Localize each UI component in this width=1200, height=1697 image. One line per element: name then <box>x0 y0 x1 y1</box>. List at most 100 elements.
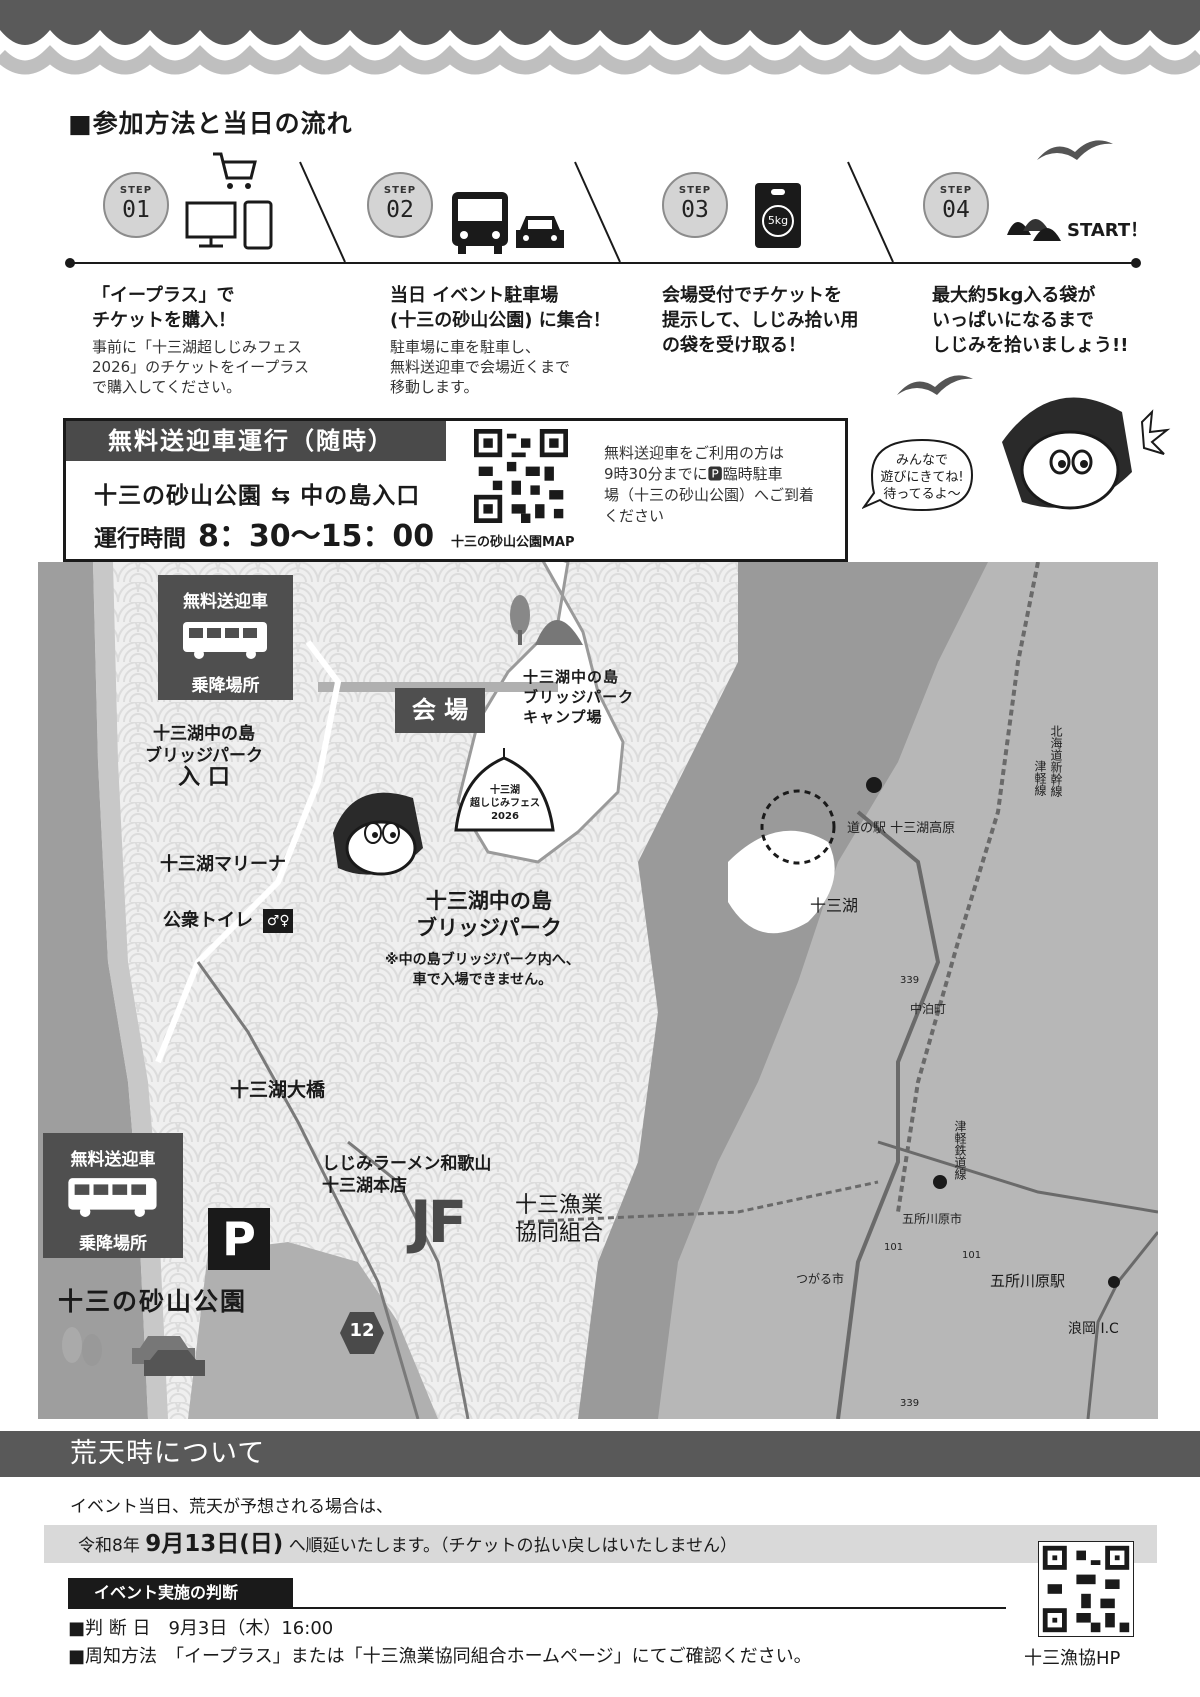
parking-icon: P <box>208 1208 270 1270</box>
step-04-title: 最大約5kg入る袋が いっぱいになるまで しじみを拾いましょう!! <box>932 283 1128 358</box>
clam-mascot-map-icon <box>333 792 423 876</box>
step-title-line: (十三の砂山公園) に集合！ <box>390 310 611 331</box>
start-label: START！ <box>1067 220 1149 241</box>
ramen-shop-label: しじみラーメン和歌山 十三湖本店 <box>322 1153 491 1197</box>
note-line: 無料送迎車をご利用の方は <box>604 444 785 462</box>
shuttle-time-value: 8：30〜15：00 <box>198 519 435 554</box>
toilet-label: 公衆トイレ ♂♀ <box>163 906 294 933</box>
tree-tent-icon <box>510 595 583 645</box>
venue-label: 会 場 <box>395 688 485 733</box>
postpone-era: 令和8年 <box>78 1536 140 1556</box>
step-desc-line: 事前に「十三湖超しじみフェス <box>92 338 303 356</box>
step-title-line: 「イープラス」で <box>92 285 235 306</box>
jf-label: 十三漁業 協同組合 <box>515 1192 603 1248</box>
label-line: 十三湖 <box>490 785 520 796</box>
michinoeki-label: 道の駅 十三湖高原 <box>847 821 956 836</box>
stop-sub: 乗降場所 <box>191 676 260 696</box>
weather-heading: 荒天時について <box>0 1431 1200 1477</box>
tsugaru-city-label: つがる市 <box>796 1272 845 1286</box>
toilet-icon: ♂♀ <box>263 909 294 933</box>
clam-mascot-icon <box>1002 397 1171 510</box>
seagull-icon <box>1037 140 1113 160</box>
step-03-title: 会場受付でチケットを 提示して、しじみ拾い用 の袋を受け取る！ <box>662 283 859 358</box>
note-line: ※中の島ブリッジパーク内へ、 <box>385 952 580 968</box>
label-line: 2026 <box>491 811 519 822</box>
label-line: 十三湖中の島 <box>425 889 552 913</box>
step-title-line: チケットを購入！ <box>92 310 236 331</box>
label-line: 十三漁業 <box>515 1193 604 1218</box>
mascot-speech: みんなで 遊びにきてね! 待ってるよ〜 <box>872 452 972 503</box>
seagull-icon <box>897 375 973 395</box>
toilet-text: 公衆トイレ <box>163 910 253 931</box>
judgement-divider <box>68 1607 1006 1609</box>
bus-car-icon <box>452 192 564 254</box>
top-wave-decoration <box>0 0 1200 75</box>
shuttle-route: 十三の砂山公園 ⇆ 中の島入口 <box>94 483 421 509</box>
tsugaru-railway-label: 津軽鉄道線 <box>953 1120 967 1180</box>
festival-tent-label: 十三湖 超しじみフェス 2026 <box>461 784 549 823</box>
speech-line: 待ってるよ〜 <box>883 487 961 502</box>
step-title-line: 会場受付でチケットを <box>662 285 842 306</box>
weather-text: イベント当日、荒天が予想される場合は、 <box>70 1497 393 1517</box>
step-timeline <box>70 262 1140 264</box>
car-note: ※中の島ブリッジパーク内へ、 車で入場できません。 <box>385 950 580 990</box>
speech-bubble <box>862 438 974 512</box>
label-line: ブリッジパーク <box>145 746 263 766</box>
step-label: STEP <box>678 185 712 196</box>
qr-code-icon[interactable] <box>474 429 568 523</box>
goshogawara-city-label: 五所川原市 <box>902 1212 963 1226</box>
park-entrance-label: 十三湖中の島 ブリッジパーク 入 口 <box>145 723 263 789</box>
step-title-line: 当日 イベント駐車場 <box>390 285 559 306</box>
step-03-badge: STEP 03 <box>662 172 728 238</box>
shuttle-stop-south: 無料送迎車 乗降場所 <box>43 1133 183 1258</box>
stop-label: 無料送迎車 <box>70 1150 156 1170</box>
note-line: 9時30分までに🅿臨時駐車 <box>604 465 783 483</box>
label-line: 入 口 <box>178 765 230 790</box>
bus-icon <box>67 1178 157 1217</box>
step-title-line: いっぱいになるまで <box>932 310 1094 331</box>
postpone-text: へ順延いたします。（チケットの払い戻しはいたしません） <box>288 1536 737 1556</box>
speech-line: みんなで <box>895 453 948 468</box>
step-number: 02 <box>386 197 414 223</box>
timeline-end-dot <box>1131 258 1141 268</box>
shuttle-stop-north: 無料送迎車 乗降場所 <box>158 575 293 700</box>
stop-label: 無料送迎車 <box>183 592 268 612</box>
marina-label: 十三湖マリーナ <box>160 854 286 875</box>
step-desc-line: 2026」のチケットをイープラス <box>92 358 309 376</box>
festival-tent-icon <box>454 748 555 832</box>
note-line: 車で入場できません。 <box>412 972 553 988</box>
judgement-method: ■周知方法 「イープラス」または「十三漁業協同組合ホームページ」にてご確認くださ… <box>68 1646 812 1667</box>
label-line: ブリッジパーク <box>416 916 562 940</box>
route-339-label: 339 <box>900 975 920 986</box>
label-line: 十三湖本店 <box>322 1176 407 1196</box>
step-label: STEP <box>119 185 153 196</box>
clams-icon <box>1007 219 1061 241</box>
step-02-desc: 駐車場に車を駐車し、 無料送迎車で会場近くまで 移動します。 <box>390 337 570 397</box>
bag-icon: 5kg <box>755 183 801 248</box>
step-number: 03 <box>681 197 709 223</box>
hp-caption: 十三漁協HP <box>1024 1648 1121 1669</box>
label-line: キャンプ場 <box>523 708 603 726</box>
park-label: 十三湖中の島 ブリッジパーク <box>416 888 562 942</box>
goshogawara-station-label: 五所川原駅 <box>990 1272 1066 1290</box>
step-desc-line: で購入してください。 <box>92 378 242 396</box>
route-339-label: 339 <box>900 1398 920 1409</box>
step-title-line: 最大約5kg入る袋が <box>932 285 1096 306</box>
step-number: 01 <box>122 197 150 223</box>
shinkansen-label: 北海道新幹線 <box>1049 725 1063 797</box>
label-line: しじみラーメン和歌山 <box>322 1154 492 1174</box>
step-number: 04 <box>942 197 970 223</box>
route-101-label: 101 <box>884 1242 904 1253</box>
step-desc-line: 無料送迎車で会場近くまで <box>390 358 571 376</box>
lake-label: 十三湖 <box>810 896 859 915</box>
judgement-day: ■判 断 日 9月3日（木）16:00 <box>68 1618 334 1639</box>
bus-icon <box>182 622 267 659</box>
hp-qr-code-icon[interactable] <box>1038 1541 1134 1637</box>
speech-line: 遊びにきてね! <box>880 470 964 485</box>
step-label: STEP <box>939 185 973 196</box>
step-title-line: 提示して、しじみ拾い用 <box>662 310 859 331</box>
step-02-title: 当日 イベント駐車場 (十三の砂山公園) に集合！ <box>390 283 611 333</box>
namioka-ic-label: 浪岡 I.C <box>1068 1321 1119 1337</box>
